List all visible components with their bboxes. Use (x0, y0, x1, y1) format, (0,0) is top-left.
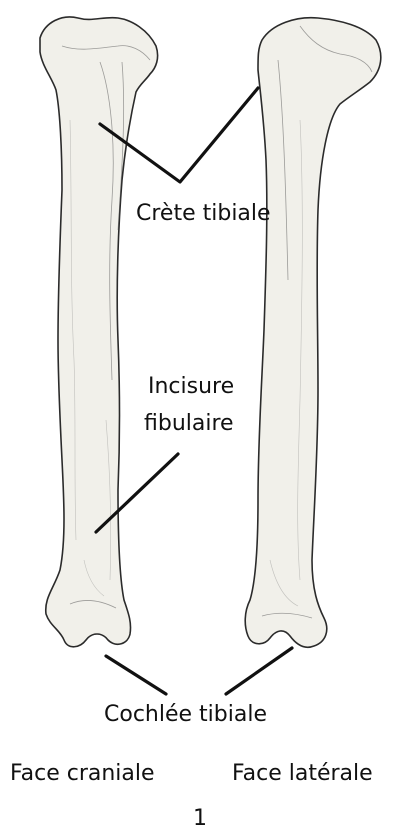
crete-tibiale-label: Crète tibiale (136, 201, 271, 227)
incisure-fibulaire-label-line1: Incisure (148, 374, 234, 400)
cochlee-tibiale-label: Cochlée tibiale (104, 702, 267, 728)
face-craniale-caption: Face craniale (10, 761, 155, 787)
tibia-lateral-view (245, 18, 381, 648)
face-laterale-caption: Face latérale (232, 761, 373, 787)
tibia-cranial-view (40, 17, 158, 647)
leader-cochlee-right (226, 648, 292, 694)
figure-number: 1 (190, 806, 210, 832)
incisure-fibulaire-label-line2: fibulaire (144, 411, 234, 437)
leader-cochlee-left (106, 656, 166, 694)
